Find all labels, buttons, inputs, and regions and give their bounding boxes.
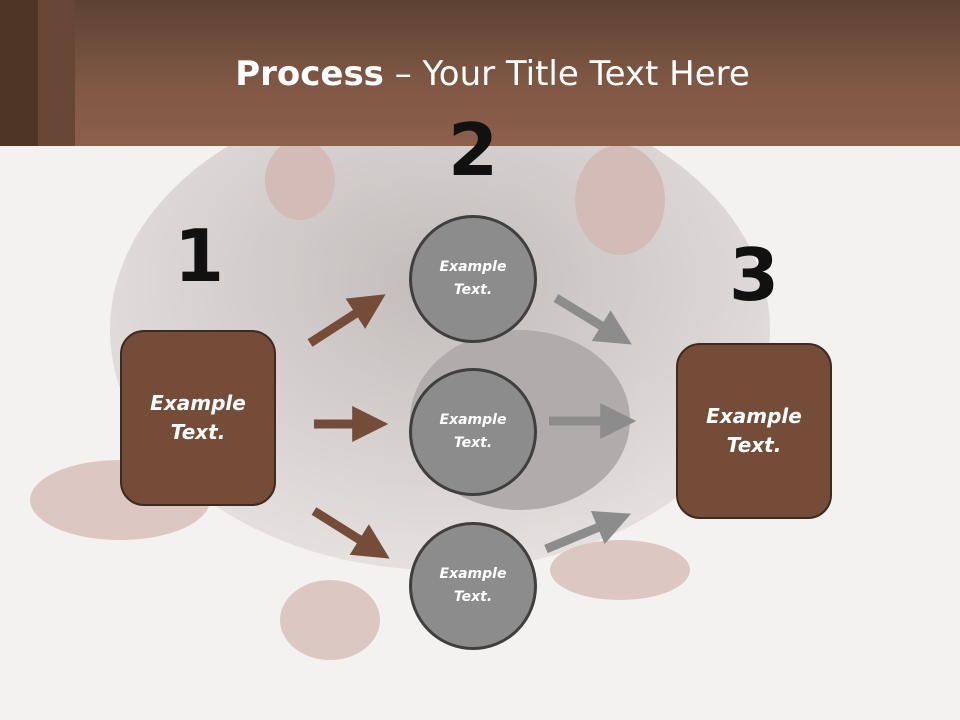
title-bold: Process	[235, 54, 384, 94]
step-box-text: Example Text.	[150, 391, 246, 444]
step-number-2: 2	[447, 108, 499, 192]
step-number-3: 3	[728, 233, 780, 317]
header-stripe	[0, 0, 38, 146]
slide-title: Process – Your Title Text Here	[0, 52, 960, 96]
circle-text: Example Text.	[439, 566, 507, 605]
step-circle-bottom: Example Text.	[409, 522, 537, 650]
step-box-text: Example Text.	[706, 404, 802, 457]
arrow-right-up-brown	[307, 294, 386, 347]
title-rest: – Your Title Text Here	[383, 54, 750, 94]
arrow-right-up-gray	[544, 510, 631, 554]
step-circle-top: Example Text.	[409, 215, 537, 343]
circle-text: Example Text.	[439, 259, 507, 298]
header-bar	[0, 0, 960, 146]
step-circle-middle: Example Text.	[409, 368, 537, 496]
circle-text: Example Text.	[439, 412, 507, 451]
header-stripe	[38, 0, 75, 146]
step-number-1: 1	[173, 214, 225, 298]
step-box-3: Example Text.	[676, 343, 832, 519]
step-box-1: Example Text.	[120, 330, 276, 506]
arrow-right-down-gray	[553, 294, 632, 345]
arrow-right-down-brown	[311, 507, 390, 559]
